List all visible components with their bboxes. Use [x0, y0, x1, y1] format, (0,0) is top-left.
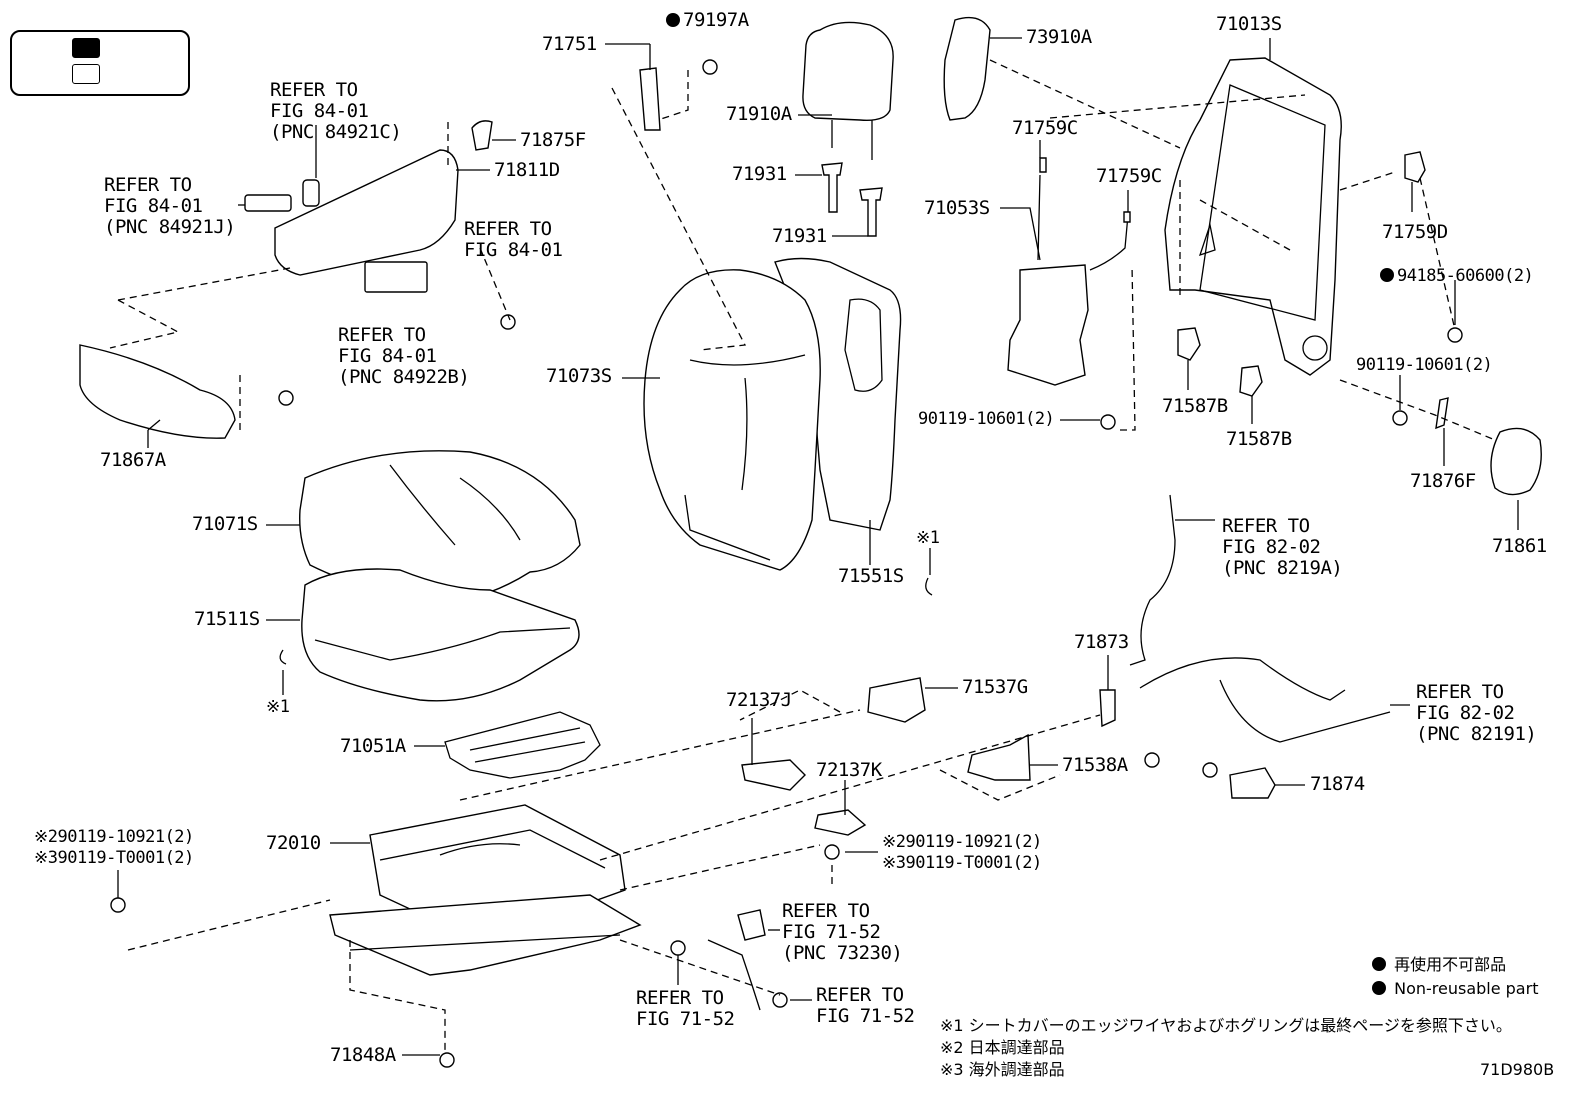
part-label-71875F: 71875F [520, 129, 586, 151]
part-label-71759C-lower: 71759C [1096, 165, 1162, 187]
refer-to-label-71-52-left: REFER TO FIG 71-52 [636, 987, 735, 1030]
part-label-71587B-upper: 71587B [1162, 395, 1228, 417]
part-label-71910A: 71910A [726, 103, 792, 125]
note-marker-x1-left: ※1 [266, 697, 290, 717]
part-label-72137K: 72137K [816, 759, 882, 781]
refer-to-label-84921J: REFER TO FIG 84-01 (PNC 84921J) [104, 174, 236, 238]
clip-parts-drawing [1177, 151, 1542, 496]
part-label-71931-upper: 71931 [732, 163, 787, 185]
refer-to-label-82191: REFER TO FIG 82-02 (PNC 82191) [1416, 681, 1537, 745]
legend-swatch-filled [72, 38, 100, 58]
seat-cushion-pad-drawing [301, 568, 580, 702]
part-label-71873: 71873 [1074, 631, 1129, 653]
part-label-73910A: 73910A [1026, 26, 1092, 48]
back-board-drawing [943, 16, 991, 121]
part-label-bolt-center: ※290119-10921(2) ※390119-T0001(2) [882, 832, 1042, 873]
part-label-71073S: 71073S [546, 365, 612, 387]
part-label-71051A: 71051A [340, 735, 406, 757]
footnote-2: ※2 日本調達部品 [940, 1038, 1065, 1057]
seat-cushion-cover-drawing [299, 450, 581, 603]
part-label-90119-10601-left: 90119-10601(2) [918, 409, 1055, 429]
part-label-71759D: 71759D [1382, 221, 1448, 243]
seat-adjuster-drawing [329, 804, 642, 976]
part-label-71538A: 71538A [1062, 754, 1128, 776]
lumbar-support-drawing [1007, 174, 1129, 386]
seatback-cover-drawing [643, 269, 821, 571]
side-shield-drawing [244, 120, 493, 293]
part-label-72010: 72010 [266, 832, 321, 854]
lower-side-cover-drawing [79, 344, 236, 439]
headrest-drawing [802, 21, 894, 160]
part-label-71931-lower: 71931 [772, 225, 827, 247]
part-label-71867A: 71867A [100, 449, 166, 471]
refer-to-label-73230: REFER TO FIG 71-52 (PNC 73230) [782, 900, 903, 964]
part-label-90119-10601-right: 90119-10601(2) [1356, 355, 1493, 375]
refer-to-label-84922B: REFER TO FIG 84-01 (PNC 84922B) [338, 324, 470, 388]
solid-leader-lines [117, 37, 1519, 1056]
legend-nonreusable-jp: 再使用不可部品 [1372, 954, 1506, 976]
refer-to-label-84-01: REFER TO FIG 84-01 [464, 218, 563, 261]
footnote-1: ※1 シートカバーのエッジワイヤおよびホグリングは最終ページを参照下さい。 [940, 1016, 1512, 1035]
part-label-71587B-lower: 71587B [1226, 428, 1292, 450]
headrest-support-drawing [821, 162, 883, 237]
dashed-leader-lines [109, 59, 1496, 1050]
part-label-79197A: 79197A [666, 10, 749, 31]
part-label-71053S: 71053S [924, 197, 990, 219]
part-label-71511S: 71511S [194, 608, 260, 630]
part-label-71537G: 71537G [962, 676, 1028, 698]
part-label-94185-60600: 94185-60600(2) [1380, 266, 1534, 287]
legend-nonreusable-en: Non-reusable part [1372, 978, 1538, 1000]
seatback-frame-drawing [1164, 57, 1342, 376]
part-label-71071S: 71071S [192, 513, 258, 535]
legend-swatch-empty [72, 64, 100, 84]
part-label-71861: 71861 [1492, 535, 1547, 557]
diagram-code: 71D980B [1480, 1060, 1555, 1079]
part-label-71811D: 71811D [494, 159, 560, 181]
note-marker-x1-right: ※1 [916, 528, 940, 548]
part-label-71848A: 71848A [330, 1044, 396, 1066]
wire-harness-drawing [1129, 494, 1391, 743]
refer-to-label-84921C: REFER TO FIG 84-01 (PNC 84921C) [270, 79, 402, 143]
part-label-71876F: 71876F [1410, 470, 1476, 492]
fastener-parts-drawing [110, 59, 1463, 1068]
part-label-bolt-left: ※290119-10921(2) ※390119-T0001(2) [34, 827, 194, 868]
refer-to-label-71-52-right: REFER TO FIG 71-52 [816, 984, 915, 1027]
part-label-71759C-upper: 71759C [1012, 117, 1078, 139]
part-label-72137J: 72137J [726, 689, 792, 711]
part-label-71551S: 71551S [838, 565, 904, 587]
footnote-3: ※3 海外調達部品 [940, 1060, 1065, 1079]
part-label-71751: 71751 [542, 33, 597, 55]
part-label-71874: 71874 [1310, 773, 1365, 795]
refer-to-label-8219A: REFER TO FIG 82-02 (PNC 8219A) [1222, 515, 1343, 579]
bracket-parts-drawing [741, 677, 1276, 836]
part-label-71013S: 71013S [1216, 13, 1282, 35]
cushion-spring-drawing [444, 711, 601, 779]
legend-box [10, 30, 190, 96]
